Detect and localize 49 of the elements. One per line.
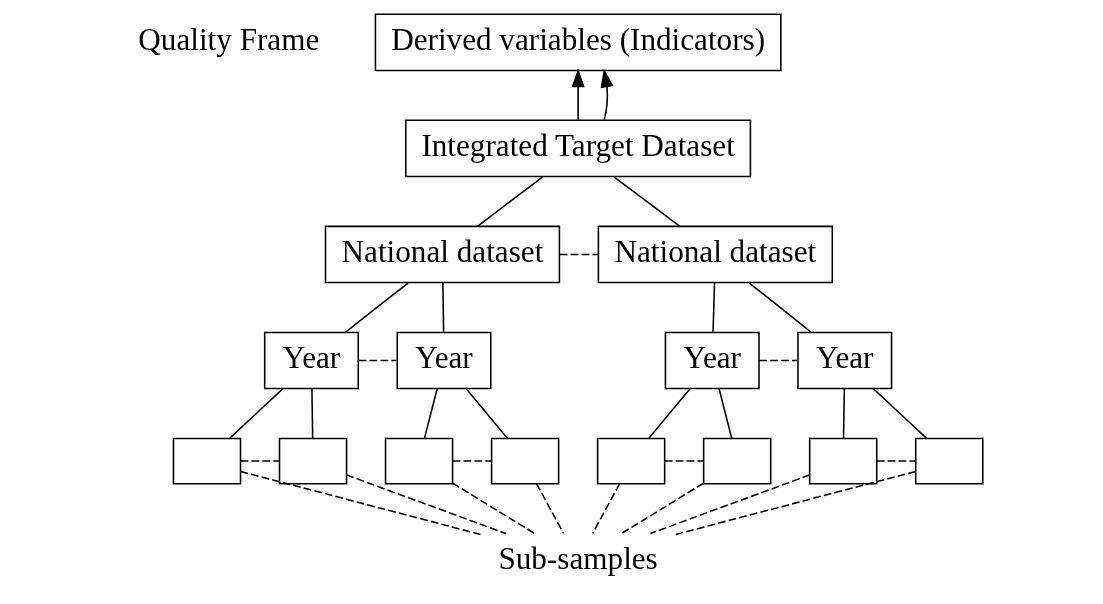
connector: [535, 482, 564, 535]
connector: [649, 474, 810, 535]
connector: [345, 474, 507, 535]
node-box: Year: [796, 331, 892, 390]
node-box: [808, 437, 877, 485]
connector: [344, 282, 409, 333]
connector: [620, 482, 704, 535]
node-box: Year: [664, 331, 760, 390]
connector: [591, 482, 620, 535]
connector: [872, 387, 927, 439]
node-box: [172, 437, 241, 485]
connector: [464, 387, 508, 439]
connector: [357, 359, 397, 362]
node-box: [914, 437, 984, 485]
node-box: National dataset: [324, 225, 560, 284]
node-box: Derived variables (Indicators): [374, 13, 782, 72]
node-box: [278, 437, 347, 485]
label: Quality Frame: [137, 22, 319, 58]
connector: [748, 282, 812, 333]
node-box: National dataset: [597, 225, 833, 284]
connector: [239, 460, 280, 462]
connector: [451, 482, 536, 535]
node-text: Sub-samples: [497, 541, 658, 577]
node-box: [384, 437, 453, 485]
connector: [423, 387, 438, 439]
node-box: [702, 437, 771, 485]
connector: [612, 176, 680, 227]
node-box: [596, 437, 665, 485]
connector: [239, 470, 482, 536]
connector: [842, 387, 845, 439]
connector: [310, 387, 313, 439]
node-box: [490, 437, 559, 485]
node-box: Year: [263, 331, 359, 390]
connector: [647, 387, 691, 439]
connector: [673, 470, 916, 536]
connector: [228, 387, 284, 439]
connector: [758, 359, 798, 362]
connector: [875, 460, 916, 462]
arrow: [600, 68, 613, 121]
node-box: Integrated Target Dataset: [404, 119, 751, 178]
connector: [711, 282, 715, 333]
arrow: [571, 68, 585, 121]
connector: [717, 387, 732, 439]
connector: [663, 460, 704, 462]
connector: [441, 282, 444, 333]
connector: [476, 176, 543, 227]
node-box: Year: [395, 331, 492, 390]
connector: [451, 460, 492, 462]
connector: [558, 253, 599, 256]
